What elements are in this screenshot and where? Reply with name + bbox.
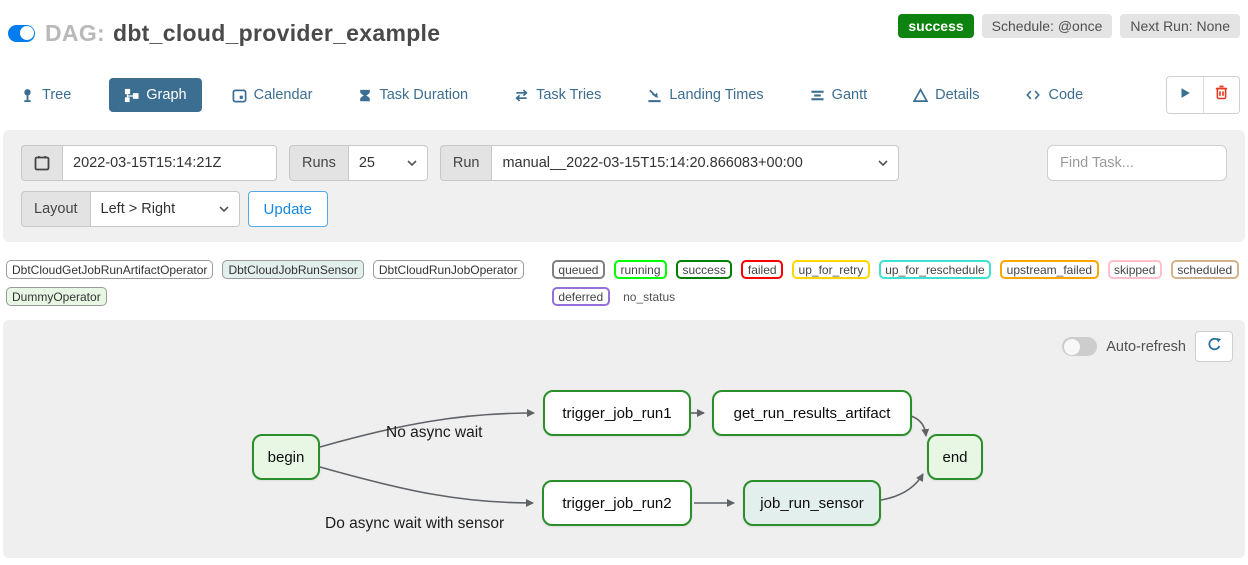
- legend: DbtCloudGetJobRunArtifactOperator DbtClo…: [6, 260, 1242, 306]
- dag-prefix-label: DAG:: [45, 19, 105, 46]
- status-legend-badge: skipped: [1107, 260, 1162, 279]
- status-legend-badge: up_for_retry: [792, 260, 870, 279]
- tab-label: Code: [1048, 87, 1084, 103]
- trash-icon: [1214, 85, 1229, 105]
- filter-row-1: Runs 25 Run manual__2022-03-15T15:14:20.…: [21, 145, 1227, 181]
- filter-bar: Runs 25 Run manual__2022-03-15T15:14:20.…: [3, 130, 1245, 242]
- task-node-job-run-sensor[interactable]: job_run_sensor: [743, 480, 881, 526]
- schedule-badge: Schedule: @once: [981, 14, 1113, 38]
- tab-label: Task Tries: [536, 87, 602, 103]
- num-runs-value: 25: [358, 155, 375, 171]
- tree-icon: [20, 88, 35, 103]
- status-legend-badge: queued: [551, 260, 605, 279]
- filter-row-2: Layout Left > Right Update: [21, 191, 1227, 227]
- tab-label: Gantt: [831, 87, 868, 103]
- chevron-down-icon: [407, 160, 417, 166]
- tab-landing-times[interactable]: Landing Times: [639, 78, 771, 112]
- tab-label: Landing Times: [669, 87, 764, 103]
- task-node-get-run-results-artifact[interactable]: get_run_results_artifact: [712, 390, 912, 436]
- status-legend-badge: up_for_reschedule: [878, 260, 992, 279]
- status-legend-badge: deferred: [551, 287, 610, 306]
- tab-gantt[interactable]: Gantt: [802, 78, 875, 112]
- status-legend-badge: no_status: [618, 287, 680, 306]
- delete-dag-button[interactable]: [1203, 77, 1239, 113]
- toggle-knob: [19, 26, 34, 40]
- num-runs-group: Runs 25: [289, 145, 428, 181]
- chevron-down-icon: [878, 160, 889, 166]
- edge-label-no-async-wait: No async wait: [386, 424, 483, 441]
- tab-details[interactable]: Details: [905, 78, 987, 112]
- status-legend-badge: failed: [741, 260, 784, 279]
- operator-badge: DbtCloudJobRunSensor: [222, 260, 364, 279]
- auto-refresh-toggle[interactable]: [1062, 337, 1098, 356]
- next-run-badge: Next Run: None: [1120, 14, 1240, 38]
- hourglass-icon: [358, 88, 372, 103]
- runs-addon-label: Runs: [289, 145, 348, 181]
- status-legend-badge: running: [613, 260, 667, 279]
- status-badge: success: [898, 14, 974, 38]
- calendar-icon: [232, 88, 247, 103]
- task-node-trigger-job-run2[interactable]: trigger_job_run2: [542, 480, 692, 526]
- header-badges: success Schedule: @once Next Run: None: [898, 14, 1240, 38]
- layout-select[interactable]: Left > Right: [89, 191, 240, 227]
- operator-badge: DummyOperator: [6, 287, 107, 306]
- status-legend: queued running success failed up_for_ret…: [551, 260, 1242, 306]
- run-select[interactable]: manual__2022-03-15T15:14:20.866083+00:00: [491, 145, 900, 181]
- num-runs-select[interactable]: 25: [347, 145, 428, 181]
- dag-title: dbt_cloud_provider_example: [112, 19, 441, 46]
- chevron-down-icon: [218, 206, 229, 212]
- task-node-trigger-job-run1[interactable]: trigger_job_run1: [543, 390, 691, 436]
- operator-badge: DbtCloudRunJobOperator: [372, 260, 524, 279]
- plane-landing-icon: [647, 88, 662, 103]
- toggle-knob: [1063, 338, 1080, 355]
- dag-edges: [319, 409, 930, 507]
- play-icon: [1178, 86, 1192, 105]
- tab-code[interactable]: Code: [1017, 78, 1091, 112]
- run-addon-label: Run: [439, 145, 492, 181]
- tab-task-tries[interactable]: Task Tries: [506, 78, 609, 112]
- refresh-icon: [1207, 337, 1222, 357]
- update-button[interactable]: Update: [247, 191, 328, 227]
- dag-header: DAG: dbt_cloud_provider_example success …: [8, 14, 1240, 50]
- find-task-input[interactable]: [1047, 145, 1227, 181]
- status-legend-badge: success: [676, 260, 733, 279]
- calendar-addon[interactable]: [21, 145, 62, 181]
- triangle-icon: [913, 87, 929, 103]
- base-date-group: [21, 145, 277, 181]
- auto-refresh-label: Auto-refresh: [1106, 338, 1186, 355]
- graph-icon: [124, 88, 139, 103]
- tab-label: Graph: [146, 87, 187, 103]
- gantt-icon: [810, 88, 825, 103]
- tab-task-duration[interactable]: Task Duration: [350, 78, 476, 112]
- base-date-input[interactable]: [62, 145, 277, 181]
- tab-calendar[interactable]: Calendar: [224, 78, 321, 112]
- tab-label: Tree: [42, 87, 72, 103]
- dag-action-buttons: [1166, 76, 1240, 114]
- edge-label-do-async-wait: Do async wait with sensor: [325, 515, 505, 532]
- operator-badge: DbtCloudGetJobRunArtifactOperator: [6, 260, 214, 279]
- operator-legend: DbtCloudGetJobRunArtifactOperator DbtClo…: [6, 260, 548, 306]
- layout-group: Layout Left > Right: [21, 191, 240, 227]
- auto-refresh-control: Auto-refresh: [1062, 331, 1233, 362]
- code-icon: [1025, 88, 1041, 102]
- tab-label: Task Duration: [379, 87, 469, 103]
- status-legend-badge: upstream_failed: [1000, 260, 1099, 279]
- repeat-icon: [514, 88, 529, 103]
- task-node-begin[interactable]: begin: [252, 434, 320, 480]
- trigger-dag-button[interactable]: [1167, 77, 1203, 113]
- dag-pause-toggle[interactable]: [8, 24, 35, 42]
- status-legend-badge: scheduled: [1170, 260, 1239, 279]
- run-select-value: manual__2022-03-15T15:14:20.866083+00:00: [502, 155, 803, 171]
- tab-label: Calendar: [253, 87, 313, 103]
- dag-graph-panel: begin trigger_job_run1 get_run_results_a…: [3, 320, 1245, 558]
- tab-label: Details: [935, 87, 980, 103]
- layout-select-value: Left > Right: [100, 201, 176, 217]
- task-node-end[interactable]: end: [927, 434, 983, 480]
- view-tabs: Tree Graph Calendar Task Duration Task T…: [12, 76, 1240, 114]
- tab-tree[interactable]: Tree: [12, 78, 79, 112]
- layout-addon-label: Layout: [21, 191, 90, 227]
- refresh-button[interactable]: [1195, 331, 1233, 362]
- run-group: Run manual__2022-03-15T15:14:20.866083+0…: [439, 145, 900, 181]
- tab-graph[interactable]: Graph: [109, 78, 202, 112]
